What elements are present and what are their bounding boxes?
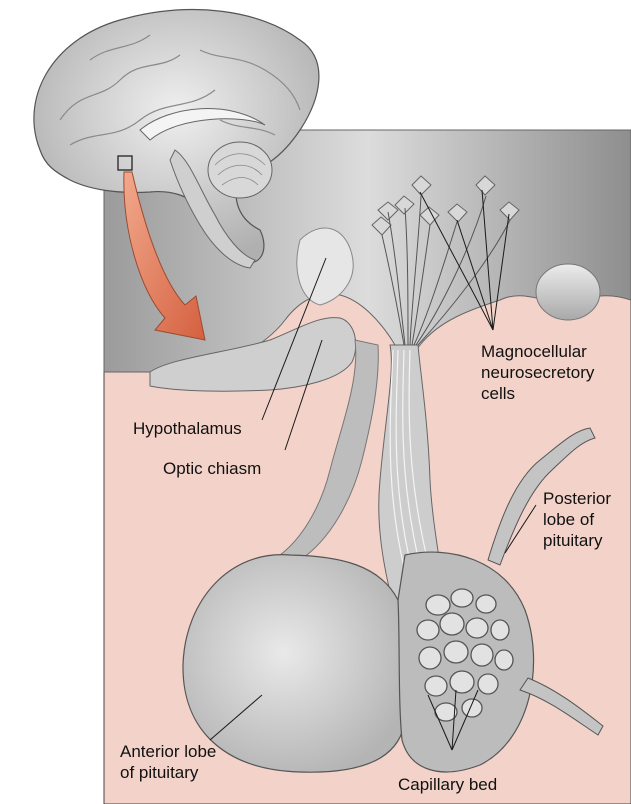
mammillary-bulge bbox=[536, 264, 600, 320]
label-magnocellular: Magnocellular neurosecretory cells bbox=[481, 341, 594, 404]
label-anterior-lobe: Anterior lobe of pituitary bbox=[120, 741, 216, 783]
label-posterior-lobe: Posterior lobe of pituitary bbox=[543, 488, 611, 551]
cerebellum bbox=[208, 142, 272, 198]
label-hypothalamus: Hypothalamus bbox=[133, 418, 242, 439]
label-optic-chiasm: Optic chiasm bbox=[163, 458, 261, 479]
anterior-lobe bbox=[183, 555, 407, 773]
label-capillary-bed: Capillary bed bbox=[398, 774, 497, 795]
